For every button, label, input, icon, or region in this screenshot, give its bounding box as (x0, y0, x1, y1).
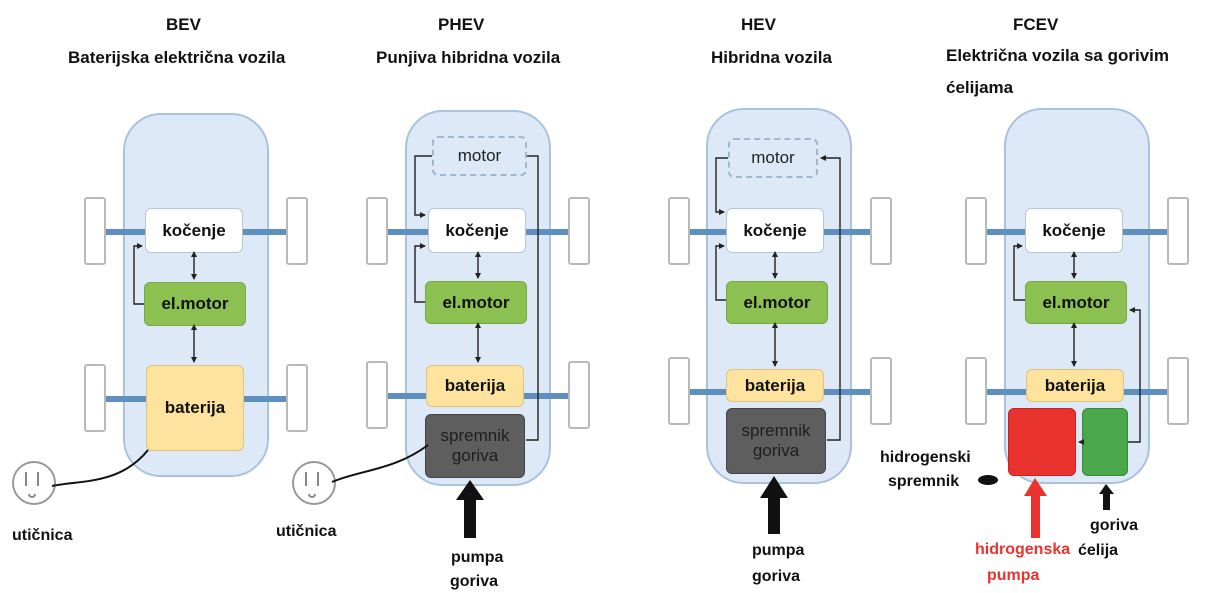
phev-fuel-pump-label-line2: goriva (450, 573, 499, 590)
bev-wheel-rear-right (286, 364, 308, 432)
fcev-wheel-rear-right (1167, 357, 1189, 425)
fcev-hydrogen-pump-arrow (1024, 478, 1047, 538)
fcev-brake-box: kočenje (1025, 208, 1123, 253)
phev-battery-box: baterija (426, 365, 524, 407)
fcev-title: FCEV (1013, 15, 1059, 34)
phev-fuel-tank-label-line2: goriva (451, 446, 499, 465)
bev-wheel-front-right (286, 197, 308, 265)
fcev-subtitle-line1: Električna vozila sa gorivim (946, 46, 1169, 65)
hev-battery-label: baterija (744, 375, 806, 395)
fcev-battery-label: baterija (1044, 375, 1106, 395)
hev-fuel-pump-arrow (760, 476, 788, 534)
fcev-battery-box: baterija (1026, 369, 1124, 402)
hev-el-motor-label: el.motor (743, 292, 811, 312)
bev-battery-label: baterija (164, 398, 226, 417)
phev-wheel-rear-left (366, 361, 388, 429)
phev-motor-box: motor (432, 136, 527, 176)
hev-fuel-pump-label-line1: pumpa (752, 542, 805, 559)
fcev-hydrogen-tank-pointer (978, 475, 998, 485)
hev-fuel-tank-label-line2: goriva (752, 441, 800, 460)
bev-wheel-rear-left (84, 364, 106, 432)
bev-el-motor-label: el.motor (161, 294, 229, 313)
bev-subtitle: Baterijska električna vozila (68, 48, 286, 67)
hev-fuel-pump-label-line2: goriva (752, 568, 801, 585)
fcev-brake-label: kočenje (1042, 220, 1106, 240)
phev-fuel-pump-arrow (456, 480, 484, 538)
fcev-fuel-cell-label-line2: ćelija (1078, 542, 1119, 559)
bev-connectors (133, 243, 197, 363)
phev-fuel-tank-label-line1: spremnik (440, 426, 510, 445)
phev-wheel-front-left (366, 197, 388, 265)
hev-el-motor-box: el.motor (726, 281, 828, 324)
fcev-hydrogen-pump-label-line1: hidrogenska (975, 541, 1071, 558)
bev-title: BEV (166, 15, 201, 34)
fcev-wheel-front-right (1167, 197, 1189, 265)
bev-outlet-label: utičnica (12, 527, 73, 544)
fcev-connectors (1013, 243, 1141, 445)
fcev-hydrogen-tank-label-line1: hidrogenski (880, 449, 971, 466)
phev-motor-label: motor (457, 146, 502, 165)
hev-title: HEV (741, 15, 776, 34)
phev-subtitle: Punjiva hibridna vozila (376, 48, 561, 67)
fcev-hydrogen-pump-label-line2: pumpa (987, 567, 1040, 584)
phev-fuel-pump-label-line1: pumpa (451, 549, 504, 566)
fcev-fuel-cell-label-line1: goriva (1090, 517, 1139, 534)
fcev-el-motor-label: el.motor (1042, 292, 1110, 312)
phev-outlet-icon (292, 461, 336, 505)
phev-connectors (414, 155, 539, 441)
hev-wheel-front-right (870, 197, 892, 265)
phev-el-motor-box: el.motor (425, 281, 527, 324)
phev-wheel-rear-right (568, 361, 590, 429)
fcev-fuel-cell-pointer (1099, 484, 1114, 510)
hev-brake-label: kočenje (743, 220, 807, 240)
phev-fuel-tank-box: spremnik goriva (425, 414, 525, 478)
fcev-wheel-front-left (965, 197, 987, 265)
hev-connectors (715, 155, 841, 441)
hev-wheel-rear-right (870, 357, 892, 425)
bev-brake-label: kočenje (162, 220, 226, 240)
hev-fuel-tank-box: spremnik goriva (726, 408, 826, 474)
bev-outlet-icon (12, 461, 56, 505)
phev-battery-label: baterija (444, 376, 506, 395)
bev-charging-cable (51, 449, 149, 487)
fcev-fuel-cell-box (1082, 408, 1128, 476)
phev-title: PHEV (438, 15, 485, 34)
fcev-subtitle-line2: ćelijama (946, 78, 1014, 97)
phev-brake-label: kočenje (445, 220, 509, 240)
fcev-hydrogen-tank-box (1008, 408, 1076, 476)
phev-wheel-front-right (568, 197, 590, 265)
fcev-wheel-rear-left (965, 357, 987, 425)
phev-el-motor-label: el.motor (442, 292, 510, 312)
hev-subtitle: Hibridna vozila (711, 48, 832, 67)
hev-fuel-tank-label-line1: spremnik (741, 421, 811, 440)
bev-brake-box: kočenje (145, 208, 243, 253)
hev-motor-label: motor (751, 148, 795, 167)
bev-wheel-front-left (84, 197, 106, 265)
bev-battery-box: baterija (146, 365, 244, 451)
hev-battery-box: baterija (726, 369, 824, 402)
phev-outlet-label: utičnica (276, 523, 337, 540)
fcev-hydrogen-tank-label-line2: spremnik (888, 473, 960, 490)
hev-motor-box: motor (728, 138, 818, 178)
fcev-el-motor-box: el.motor (1025, 281, 1127, 324)
phev-charging-cable (331, 444, 429, 483)
hev-brake-box: kočenje (726, 208, 824, 253)
hev-wheel-rear-left (668, 357, 690, 425)
hev-wheel-front-left (668, 197, 690, 265)
